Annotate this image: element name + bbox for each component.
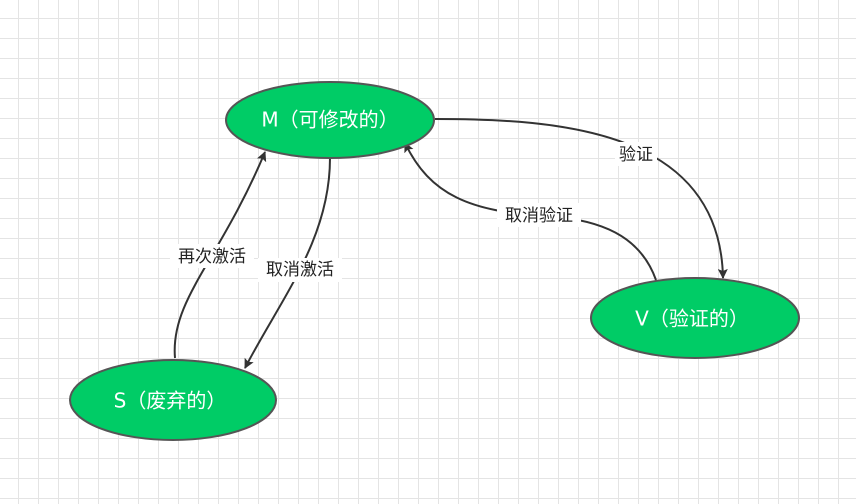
edge-verify[interactable]	[434, 118, 728, 279]
node-s[interactable]: S（废弃的）	[69, 359, 277, 441]
edge-label-reactivate: 再次激活	[178, 247, 246, 267]
node-v[interactable]: V（验证的）	[590, 277, 800, 359]
node-s-label: S（废弃的）	[114, 389, 227, 413]
edge-label-cancel-activate: 取消激活	[266, 260, 334, 280]
edge-label-cancel-verify: 取消验证	[505, 206, 573, 226]
node-m[interactable]: M（可修改的）	[225, 81, 435, 159]
edge-reactivate[interactable]	[173, 151, 267, 359]
edge-label-verify: 验证	[619, 145, 653, 165]
node-m-label: M（可修改的）	[261, 108, 398, 132]
node-v-label: V（验证的）	[635, 307, 749, 331]
